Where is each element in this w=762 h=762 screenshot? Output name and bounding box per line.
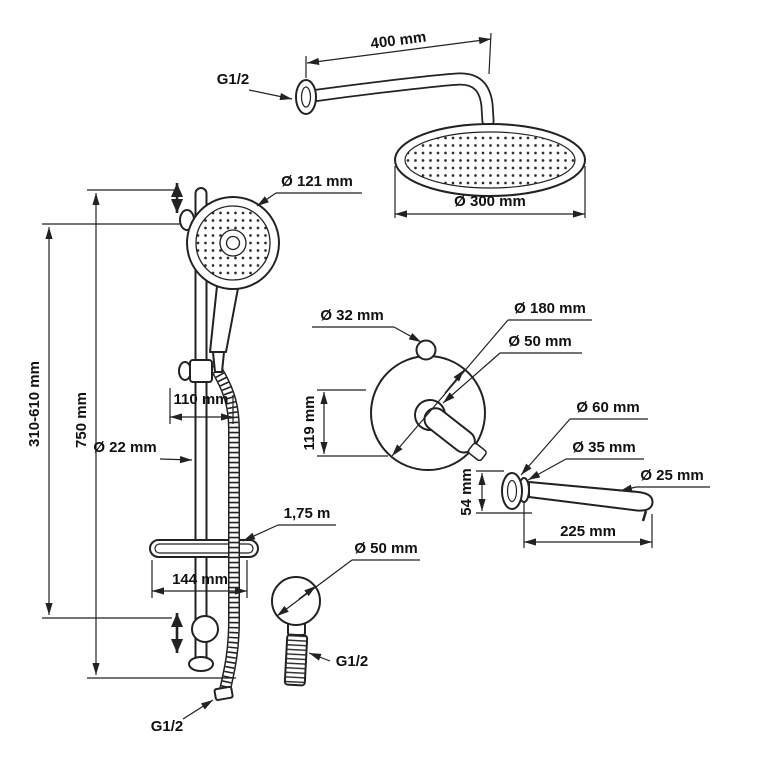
- bar-dia-leader: [159, 456, 193, 464]
- dim-25-label: Ø 25 mm: [640, 467, 703, 484]
- dim-110-label: 110 mm: [173, 391, 228, 408]
- slide-bar-assembly: 750 mm 310-610 mm Ø 121 mm 110 mm Ø 22 m…: [26, 173, 362, 735]
- dim-32-leader: [393, 326, 422, 343]
- dim-180-arrow: [444, 369, 465, 394]
- shower-arm-fill: [307, 74, 493, 126]
- dim-50-mixer-leader: [442, 352, 501, 404]
- wall-spout: Ø 60 mm Ø 35 mm Ø 25 mm 54 mm 225 mm: [458, 399, 710, 548]
- dim-54-label: 54 mm: [458, 468, 475, 516]
- hose-ribs: [213, 367, 239, 691]
- overhead-shower: 400 mm G1/2 Ø 300 mm: [217, 29, 586, 218]
- mixer-cartridge-port: [415, 339, 437, 361]
- dim-225-label: 225 mm: [560, 523, 616, 540]
- spout-wall-flange-inner: [506, 479, 518, 503]
- hose-length-label: 1,75 m: [284, 505, 331, 522]
- dim-50-outlet-label: Ø 50 mm: [354, 540, 417, 557]
- spout-outlet-tip: [641, 510, 648, 522]
- dim-180-label: Ø 180 mm: [514, 300, 586, 317]
- hose-length-leader: [242, 524, 279, 542]
- bar-foot: [188, 656, 214, 672]
- dim-300-label: Ø 300 mm: [454, 193, 526, 210]
- hand-shower-dia-label: Ø 121 mm: [281, 173, 353, 190]
- dim-180-line: [391, 319, 509, 457]
- hose-thread-leader: [182, 699, 214, 720]
- dim-35-leader: [527, 458, 567, 481]
- arm-wall-flange: [295, 79, 317, 115]
- mixer-handle: [414, 399, 487, 462]
- dim-750-label: 750 mm: [73, 392, 90, 448]
- dim-25-leader: [619, 484, 637, 492]
- hand-shower-center-button: [225, 235, 241, 251]
- dim-32-label: Ø 32 mm: [320, 307, 383, 324]
- dim-60-leader: [520, 418, 571, 476]
- outlet-corrugated-hose: [283, 633, 309, 687]
- soap-dish-inner: [154, 543, 254, 554]
- arm-thread-leader: [248, 89, 293, 101]
- arm-wall-flange-inner: [300, 86, 312, 108]
- hand-shower-handle: [209, 282, 240, 353]
- outlet-body: [271, 576, 321, 626]
- dim-50-mixer-label: Ø 50 mm: [508, 333, 571, 350]
- hose-end-fitting: [213, 685, 234, 701]
- bar-dia-label: Ø 22 mm: [93, 439, 156, 456]
- dim-310-label: 310-610 mm: [26, 361, 43, 447]
- dim-400-line: [306, 36, 492, 66]
- hand-shower-bracket: [189, 359, 213, 383]
- arm-thread-label: G1/2: [217, 71, 250, 88]
- hand-shower-dia-leader: [256, 192, 277, 207]
- mixer-handle-tip: [467, 442, 487, 462]
- soap-dish: [149, 539, 259, 558]
- mixer-valve: Ø 180 mm Ø 32 mm Ø 50 mm 119 mm: [301, 300, 592, 471]
- spout-pipe: [528, 481, 654, 512]
- hose-thread-label: G1/2: [151, 718, 184, 735]
- hand-shower-connector: [212, 351, 225, 373]
- dim-35-label: Ø 35 mm: [572, 439, 635, 456]
- outlet-elbow: Ø 50 mm G1/2: [271, 540, 420, 687]
- dim-144-label: 144 mm: [172, 571, 228, 588]
- dim-60-label: Ø 60 mm: [576, 399, 639, 416]
- bar-slider-knob: [191, 615, 219, 643]
- outlet-thread-leader: [308, 652, 331, 662]
- dim-119-label: 119 mm: [301, 395, 318, 450]
- spout-wall-flange: [501, 472, 523, 510]
- rain-head-spray-face: [404, 131, 576, 189]
- outlet-thread-label: G1/2: [336, 653, 369, 670]
- dim-50-outlet-arrow: [298, 585, 317, 600]
